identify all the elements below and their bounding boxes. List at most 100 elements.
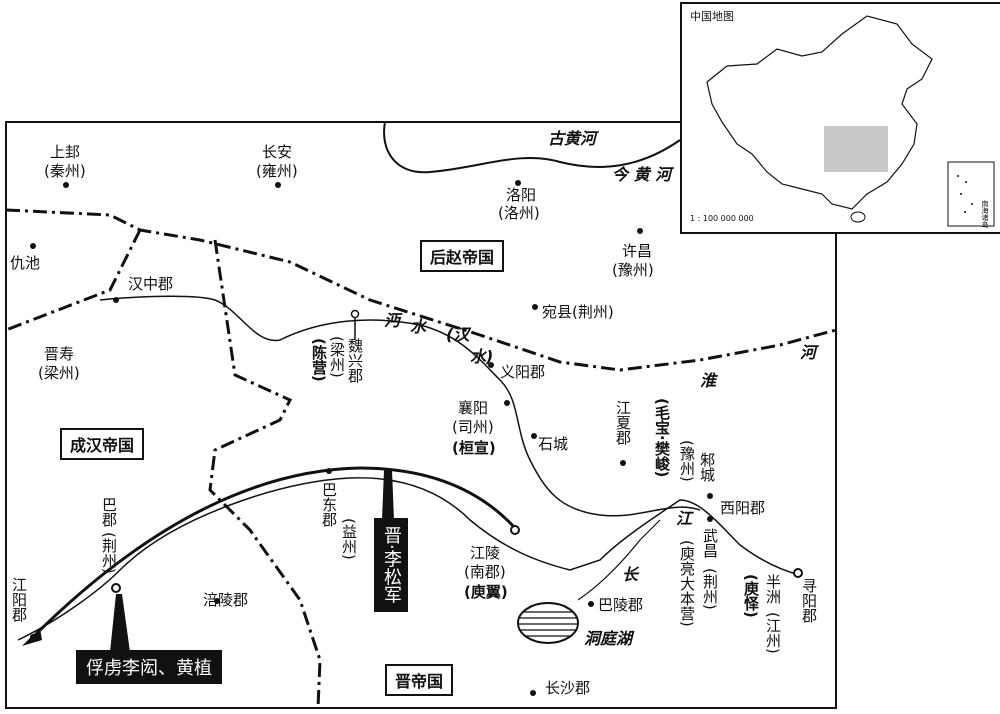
- captured-label: 俘虏李闳、黄植: [76, 650, 222, 684]
- jin-label: 晋帝国: [385, 664, 454, 696]
- old-yellow-river-label: 古黄河: [548, 129, 597, 148]
- cheng-han-label: 成汉帝国: [60, 428, 145, 460]
- city-dot: [531, 433, 537, 439]
- banzhou-label: 半洲: [764, 574, 782, 604]
- changan-sub: (雍州): [256, 162, 298, 180]
- lake-channel: [577, 519, 661, 601]
- xuchang-sub: (豫州): [612, 261, 654, 279]
- shicheng-label: 石城: [538, 435, 569, 453]
- yiyang-label: 义阳郡: [500, 363, 546, 381]
- inset-highlight: [824, 126, 888, 172]
- city-dot: [488, 362, 494, 368]
- banzhou-person: (庾怿): [742, 574, 760, 618]
- xiyang-label: 西阳郡: [720, 499, 766, 517]
- jiangling-person: (庾翼): [464, 583, 508, 601]
- mian-river-label: 沔: [384, 311, 401, 330]
- city-dot: [515, 180, 521, 186]
- jiangling-marker: [510, 525, 520, 535]
- shangyong-sub: (秦州): [44, 162, 86, 180]
- south-sea-box: [947, 161, 995, 227]
- banzhou-marker: [793, 568, 803, 578]
- weixing-pin: [350, 309, 360, 319]
- wuchang-person: (庾亮大本营): [678, 540, 696, 627]
- weixing-label: 魏兴郡: [346, 338, 364, 383]
- city-dot: [326, 468, 332, 474]
- wanxian-label: 宛县(荆州): [542, 303, 614, 321]
- chang-river-label: 长: [622, 565, 639, 584]
- city-dot: [707, 493, 713, 499]
- captured-pointer: [110, 594, 130, 652]
- qiuchi-label: 仇池: [10, 254, 41, 272]
- city-dot: [637, 228, 643, 234]
- later-zhao-label: 后赵帝国: [420, 240, 505, 272]
- yangtze-river: [17, 477, 801, 641]
- city-dot: [30, 243, 36, 249]
- huai-river-label: 淮: [700, 371, 717, 390]
- xunyang-label: 寻阳郡: [800, 578, 818, 623]
- xiangyang-person: (桓宣): [452, 439, 496, 457]
- south-sea-label: 南海诸岛: [981, 200, 989, 228]
- xiangyang-label: 襄阳: [458, 399, 489, 417]
- main-map-frame: [5, 121, 837, 709]
- jiangxia-person: (毛宝·樊峻): [653, 398, 671, 478]
- xuchang-label: 许昌: [622, 242, 653, 260]
- western-border-north: [5, 229, 142, 332]
- new-yellow-river-label: 今 黄 河: [612, 165, 672, 184]
- weixing-sub: (梁州): [328, 336, 346, 378]
- jiangling-sub: (南郡): [464, 563, 506, 581]
- city-dot: [707, 516, 713, 522]
- wuchang-label: 武昌: [701, 528, 719, 558]
- zhucheng-sub: (豫州): [678, 440, 696, 482]
- jinshou-label: 晋寿: [44, 345, 75, 363]
- city-dot: [588, 601, 594, 607]
- city-dot: [275, 182, 281, 188]
- luoyang-sub: (洛州): [498, 204, 540, 222]
- zhucheng-label: 邾城: [698, 452, 716, 482]
- city-dot: [113, 297, 119, 303]
- jinshou-sub: (梁州): [38, 364, 80, 382]
- jin-army-label: 晋·李松军: [374, 518, 408, 612]
- city-dot: [214, 598, 220, 604]
- city-dot: [620, 460, 626, 466]
- jiang-river-label: 江: [676, 509, 693, 528]
- bajun-marker: [111, 583, 121, 593]
- dongting-lake: [517, 602, 579, 644]
- bajun-label: 巴郡: [100, 497, 118, 527]
- weixing-person: (陈营): [310, 338, 328, 382]
- xiangyang-sub: (司州): [452, 418, 494, 436]
- northern-border: [5, 208, 837, 372]
- bajun-sub: (荆州): [100, 532, 118, 574]
- jin-army-pointer: [382, 470, 394, 520]
- city-dot: [504, 400, 510, 406]
- city-dot: [530, 690, 536, 696]
- inset-china-outline: [706, 15, 995, 227]
- wuchang-sub: (荆州): [701, 568, 719, 610]
- jiangxia-label: 江夏郡: [614, 400, 632, 445]
- luoyang-label: 洛阳: [506, 186, 537, 204]
- he-river-label: 河: [800, 343, 817, 362]
- shangyong-label: 上邽: [50, 143, 81, 161]
- city-dot: [532, 304, 538, 310]
- fuling-label: 涪陵郡: [203, 591, 249, 609]
- baling-label: 巴陵郡: [598, 596, 644, 614]
- banzhou-sub: (江州): [764, 612, 782, 654]
- inset-scale: 1 : 100 000 000: [690, 214, 754, 223]
- shui-river-label: 水: [410, 317, 427, 336]
- han-river: [99, 295, 701, 517]
- badong-label: 巴东郡: [320, 482, 338, 527]
- changsha-label: 长沙郡: [545, 679, 591, 697]
- yellow-river-bank: [383, 121, 681, 174]
- jiangyang-label: 江阳郡: [10, 577, 28, 622]
- han-paren-label: (汉: [446, 325, 470, 344]
- changan-label: 长安: [262, 143, 293, 161]
- han-paren2-label: 水): [470, 347, 494, 366]
- city-dot: [30, 634, 36, 640]
- inset-map: 中国地图 1 : 100 000 000 南海诸岛: [680, 2, 1000, 234]
- badong-sub: (益州): [340, 518, 358, 560]
- inset-title: 中国地图: [690, 10, 734, 23]
- jiangling-label: 江陵: [470, 544, 501, 562]
- hanzhong-label: 汉中郡: [128, 275, 174, 293]
- dongting-label: 洞庭湖: [584, 629, 633, 648]
